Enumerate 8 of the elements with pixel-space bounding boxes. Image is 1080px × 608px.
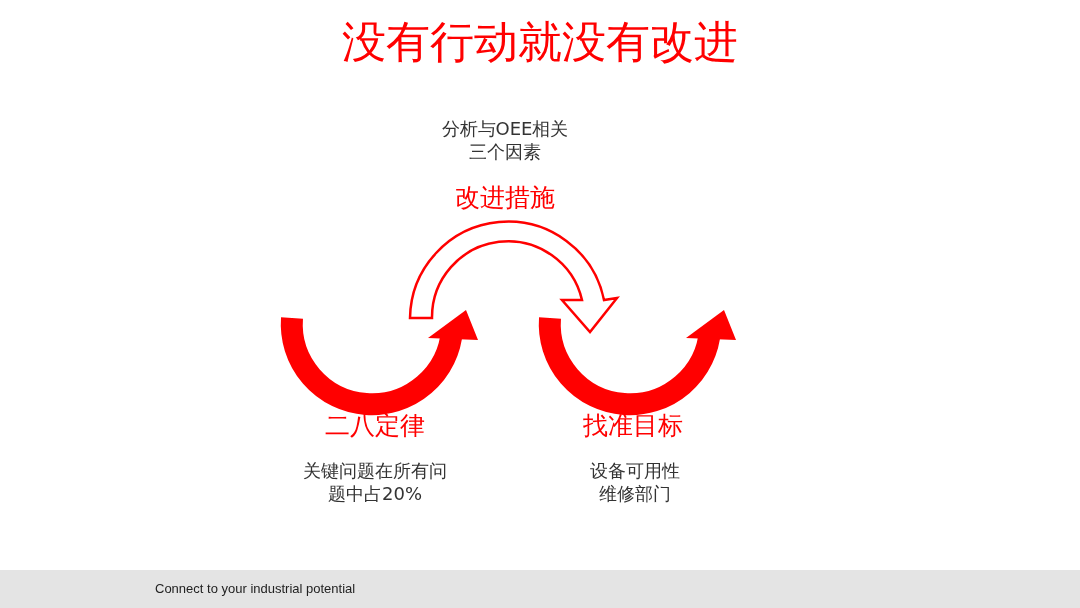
label-text: 设备可用性维修部门 — [589, 460, 681, 505]
footer-text: Connect to your industrial potential — [155, 581, 357, 598]
heading: 改进措施 — [454, 182, 556, 214]
heading: 找准目标 — [582, 410, 684, 442]
heading: 二八定律 — [324, 410, 426, 442]
title: 没有行动就没有改进 — [341, 15, 739, 69]
label-text: 分析与OEE相关三个因素 — [440, 118, 570, 163]
label-text: 关键问题在所有问题中占20% — [302, 460, 448, 505]
